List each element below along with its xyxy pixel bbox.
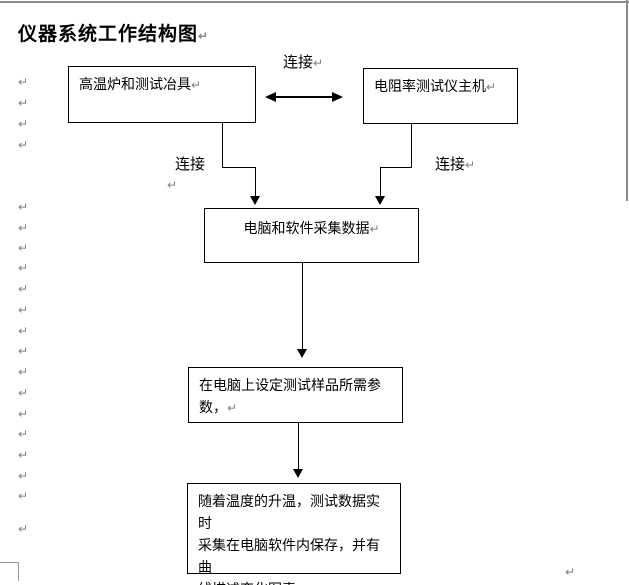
paragraph-mark: ↵ <box>18 427 29 441</box>
paragraph-mark: ↵ <box>313 56 324 70</box>
paragraph-mark: ↵ <box>18 241 29 255</box>
box-label: 电脑和软件采集数据 <box>243 220 370 236</box>
box-label: 电阻率测试仪主机 <box>374 78 486 94</box>
paragraph-mark: ↵ <box>18 75 29 89</box>
connector-line <box>222 167 256 168</box>
diagram-title-text: 仪器系统工作结构图 <box>18 24 199 45</box>
paragraph-mark: ↵ <box>18 303 29 317</box>
paragraph-mark: ↵ <box>18 365 29 379</box>
text-boundary-corner-mark <box>0 562 19 581</box>
box-label: 高温炉和测试冶具 <box>79 76 191 92</box>
paragraph-mark: ↵ <box>18 138 29 152</box>
connector-line <box>222 123 223 168</box>
connect-label-left-text: 连接 <box>175 156 206 173</box>
paragraph-mark: ↵ <box>565 565 576 579</box>
flowchart-box-set-params[interactable]: 在电脑上设定测试样品所需参 数，↵ <box>188 367 403 423</box>
flowchart-box-data-recording[interactable]: 随着温度的升温，测试数据实时 采集在电脑软件内保存，并有曲 线描述变化图表↵ <box>187 483 401 585</box>
connect-label-left: 连接 <box>175 153 205 174</box>
connector-line <box>255 167 256 198</box>
paragraph-mark: ↵ <box>18 282 29 296</box>
box-label: 随着温度的升温，测试数据实时 采集在电脑软件内保存，并有曲 线描述变化图表 <box>198 493 380 585</box>
connector-line <box>302 263 303 350</box>
paragraph-mark: ↵ <box>167 178 178 192</box>
page-edge-top <box>0 1 629 3</box>
flowchart-box-furnace-jig[interactable]: 高温炉和测试冶具↵ <box>68 66 256 123</box>
arrowhead-down-icon <box>375 196 385 205</box>
box-label: 在电脑上设定测试样品所需参 数， <box>199 377 381 415</box>
paragraph-mark: ↵ <box>465 158 476 172</box>
paragraph-mark: ↵ <box>296 583 306 585</box>
connect-label-top: 连接↵ <box>283 51 323 72</box>
paragraph-mark: ↵ <box>18 489 29 503</box>
double-arrow-shaft <box>274 96 334 98</box>
connect-label-top-text: 连接 <box>283 54 314 71</box>
connect-label-right-text: 连接 <box>435 156 466 173</box>
paragraph-mark: ↵ <box>486 80 497 94</box>
paragraph-mark: ↵ <box>18 469 29 483</box>
paragraph-mark: ↵ <box>18 407 29 421</box>
paragraph-mark: ↵ <box>18 324 29 338</box>
connector-line <box>411 124 412 168</box>
paragraph-mark: ↵ <box>18 117 29 131</box>
paragraph-mark: ↵ <box>191 78 202 92</box>
flowchart-box-resistivity-host[interactable]: 电阻率测试仪主机↵ <box>363 68 518 124</box>
page-edge-right <box>626 0 628 201</box>
paragraph-mark: ↵ <box>18 448 29 462</box>
paragraph-mark: ↵ <box>18 221 29 235</box>
flowchart-box-computer-software[interactable]: 电脑和软件采集数据↵ <box>204 208 419 263</box>
arrowhead-down-icon <box>293 469 303 478</box>
arrowhead-left-icon <box>265 92 276 102</box>
connector-line <box>380 167 381 198</box>
arrowhead-down-icon <box>297 349 307 358</box>
paragraph-mark: ↵ <box>198 29 210 43</box>
connector-line <box>298 423 299 470</box>
connector-line <box>380 167 412 168</box>
paragraph-mark: ↵ <box>227 401 238 415</box>
arrowhead-right-icon <box>332 92 343 102</box>
paragraph-mark: ↵ <box>18 200 29 214</box>
paragraph-mark: ↵ <box>18 96 29 110</box>
paragraph-mark: ↵ <box>18 522 29 536</box>
connect-label-right: 连接↵ <box>435 153 475 174</box>
arrowhead-down-icon <box>250 196 260 205</box>
diagram-title: 仪器系统工作结构图↵ <box>18 19 209 46</box>
paragraph-mark: ↵ <box>18 344 29 358</box>
paragraph-mark: ↵ <box>18 386 29 400</box>
paragraph-mark: ↵ <box>18 261 29 275</box>
paragraph-mark: ↵ <box>369 222 380 236</box>
